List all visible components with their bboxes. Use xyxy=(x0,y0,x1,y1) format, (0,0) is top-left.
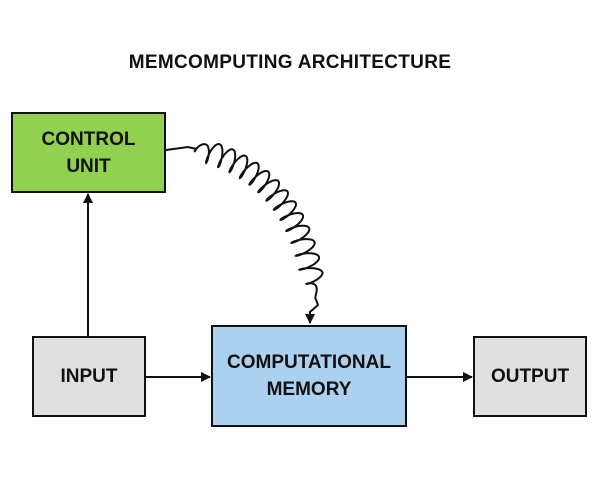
control-unit-label: CONTROL UNIT xyxy=(41,128,136,177)
output-label: OUTPUT xyxy=(490,366,570,387)
diagram-title: MEMCOMPUTING ARCHITECTURE xyxy=(128,52,452,73)
computational-memory-box: COMPUTATIONAL MEMORY xyxy=(211,325,407,427)
control-unit-box: CONTROL UNIT xyxy=(11,112,166,193)
input-box: INPUT xyxy=(32,336,146,417)
coil-arrow-control-to-memory xyxy=(165,142,324,324)
input-label: INPUT xyxy=(60,366,118,387)
computational-memory-label: COMPUTATIONAL MEMORY xyxy=(227,352,391,400)
output-box: OUTPUT xyxy=(473,336,587,417)
